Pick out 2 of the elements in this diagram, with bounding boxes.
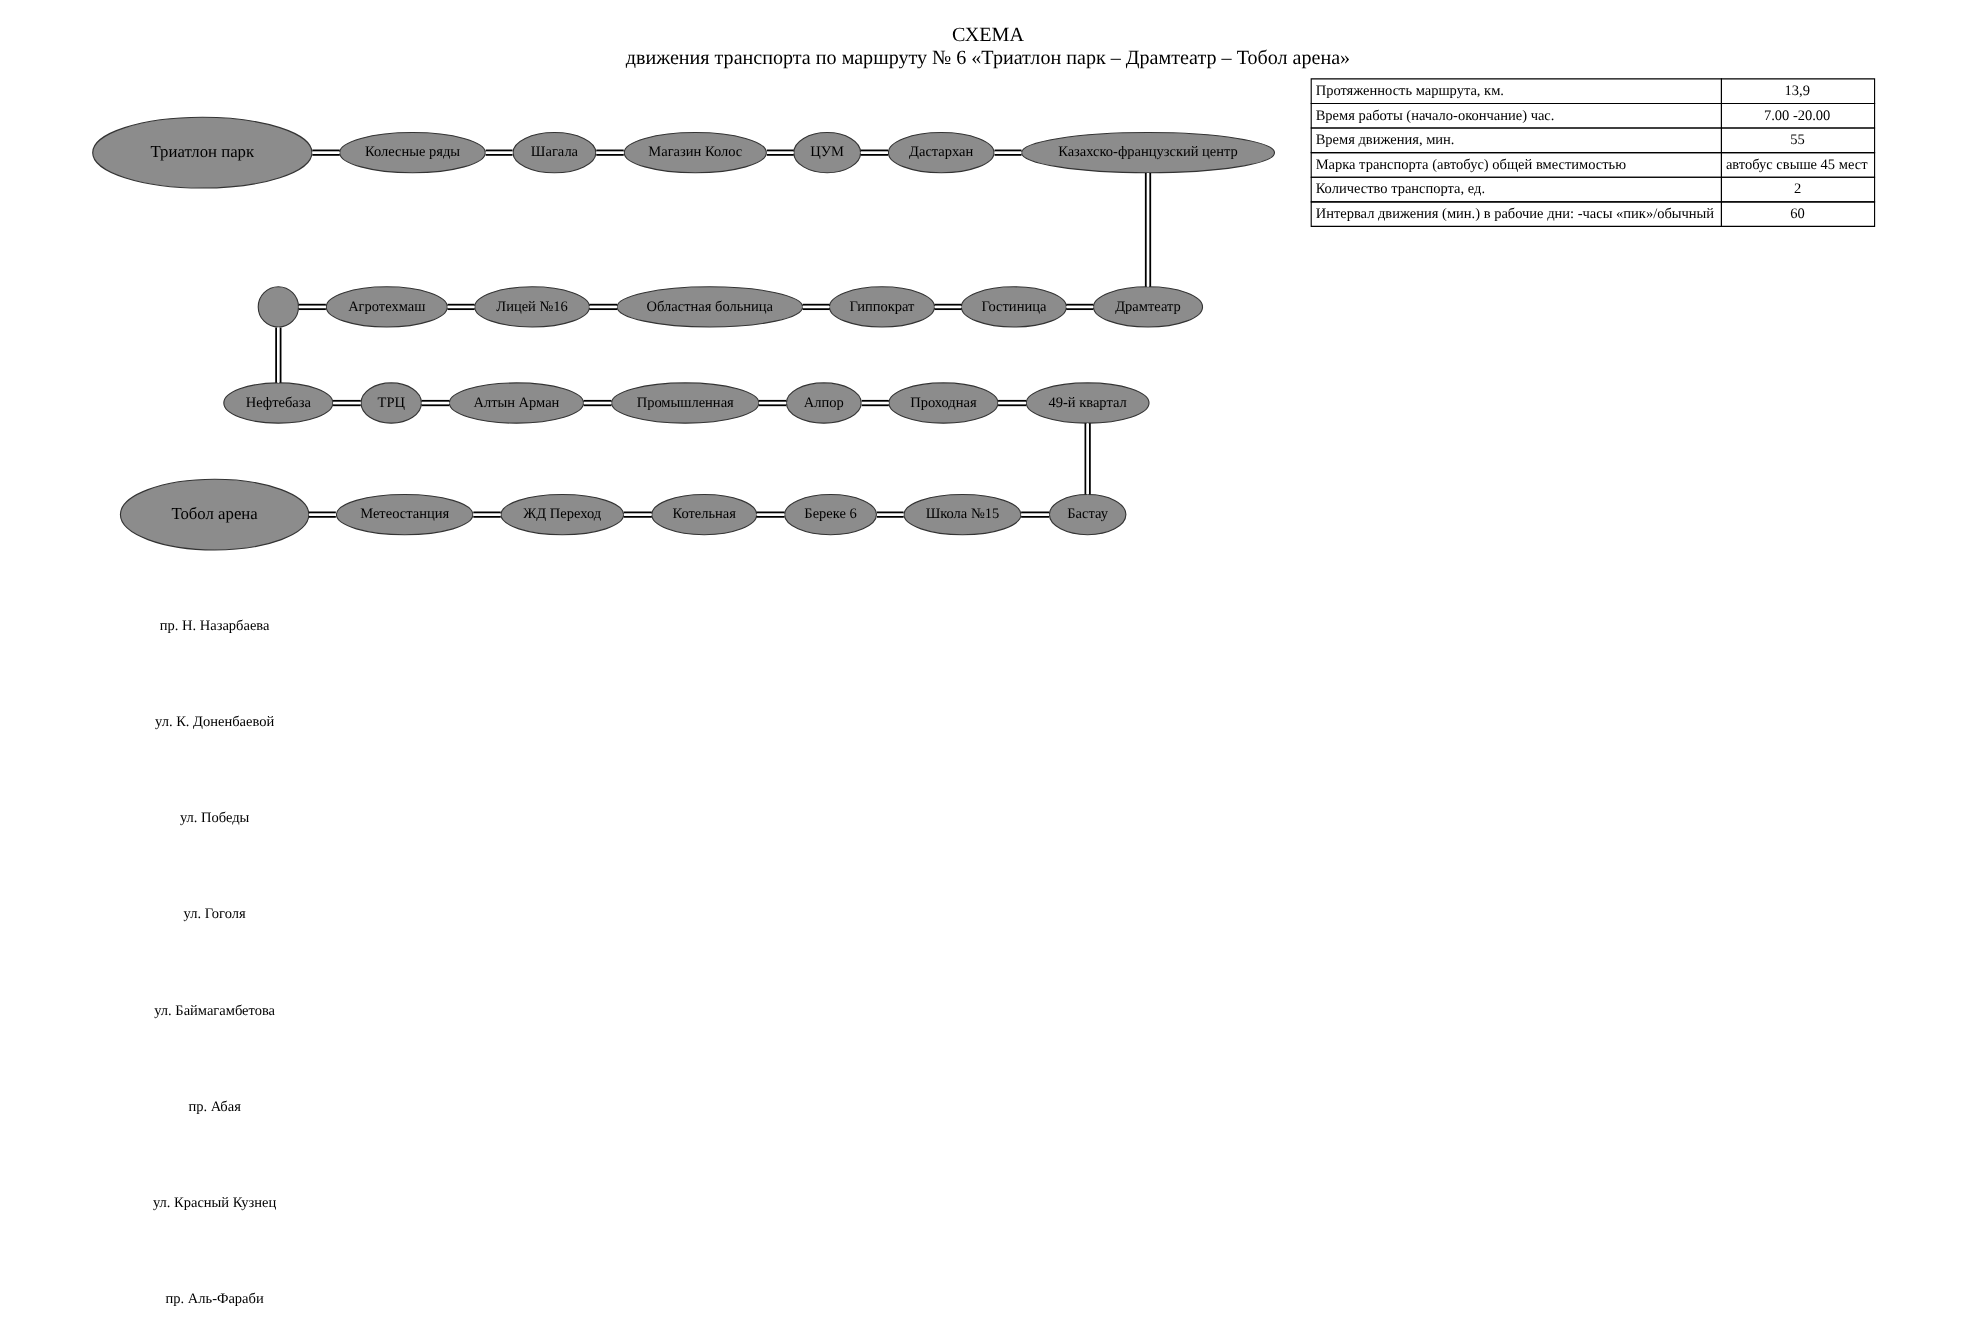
diagram-title: СХЕМА xyxy=(950,25,1024,48)
label: движения транспорта по маршруту № 6 «Триатлон парк – Драмтеатр – Тобол арена» xyxy=(624,47,1350,70)
